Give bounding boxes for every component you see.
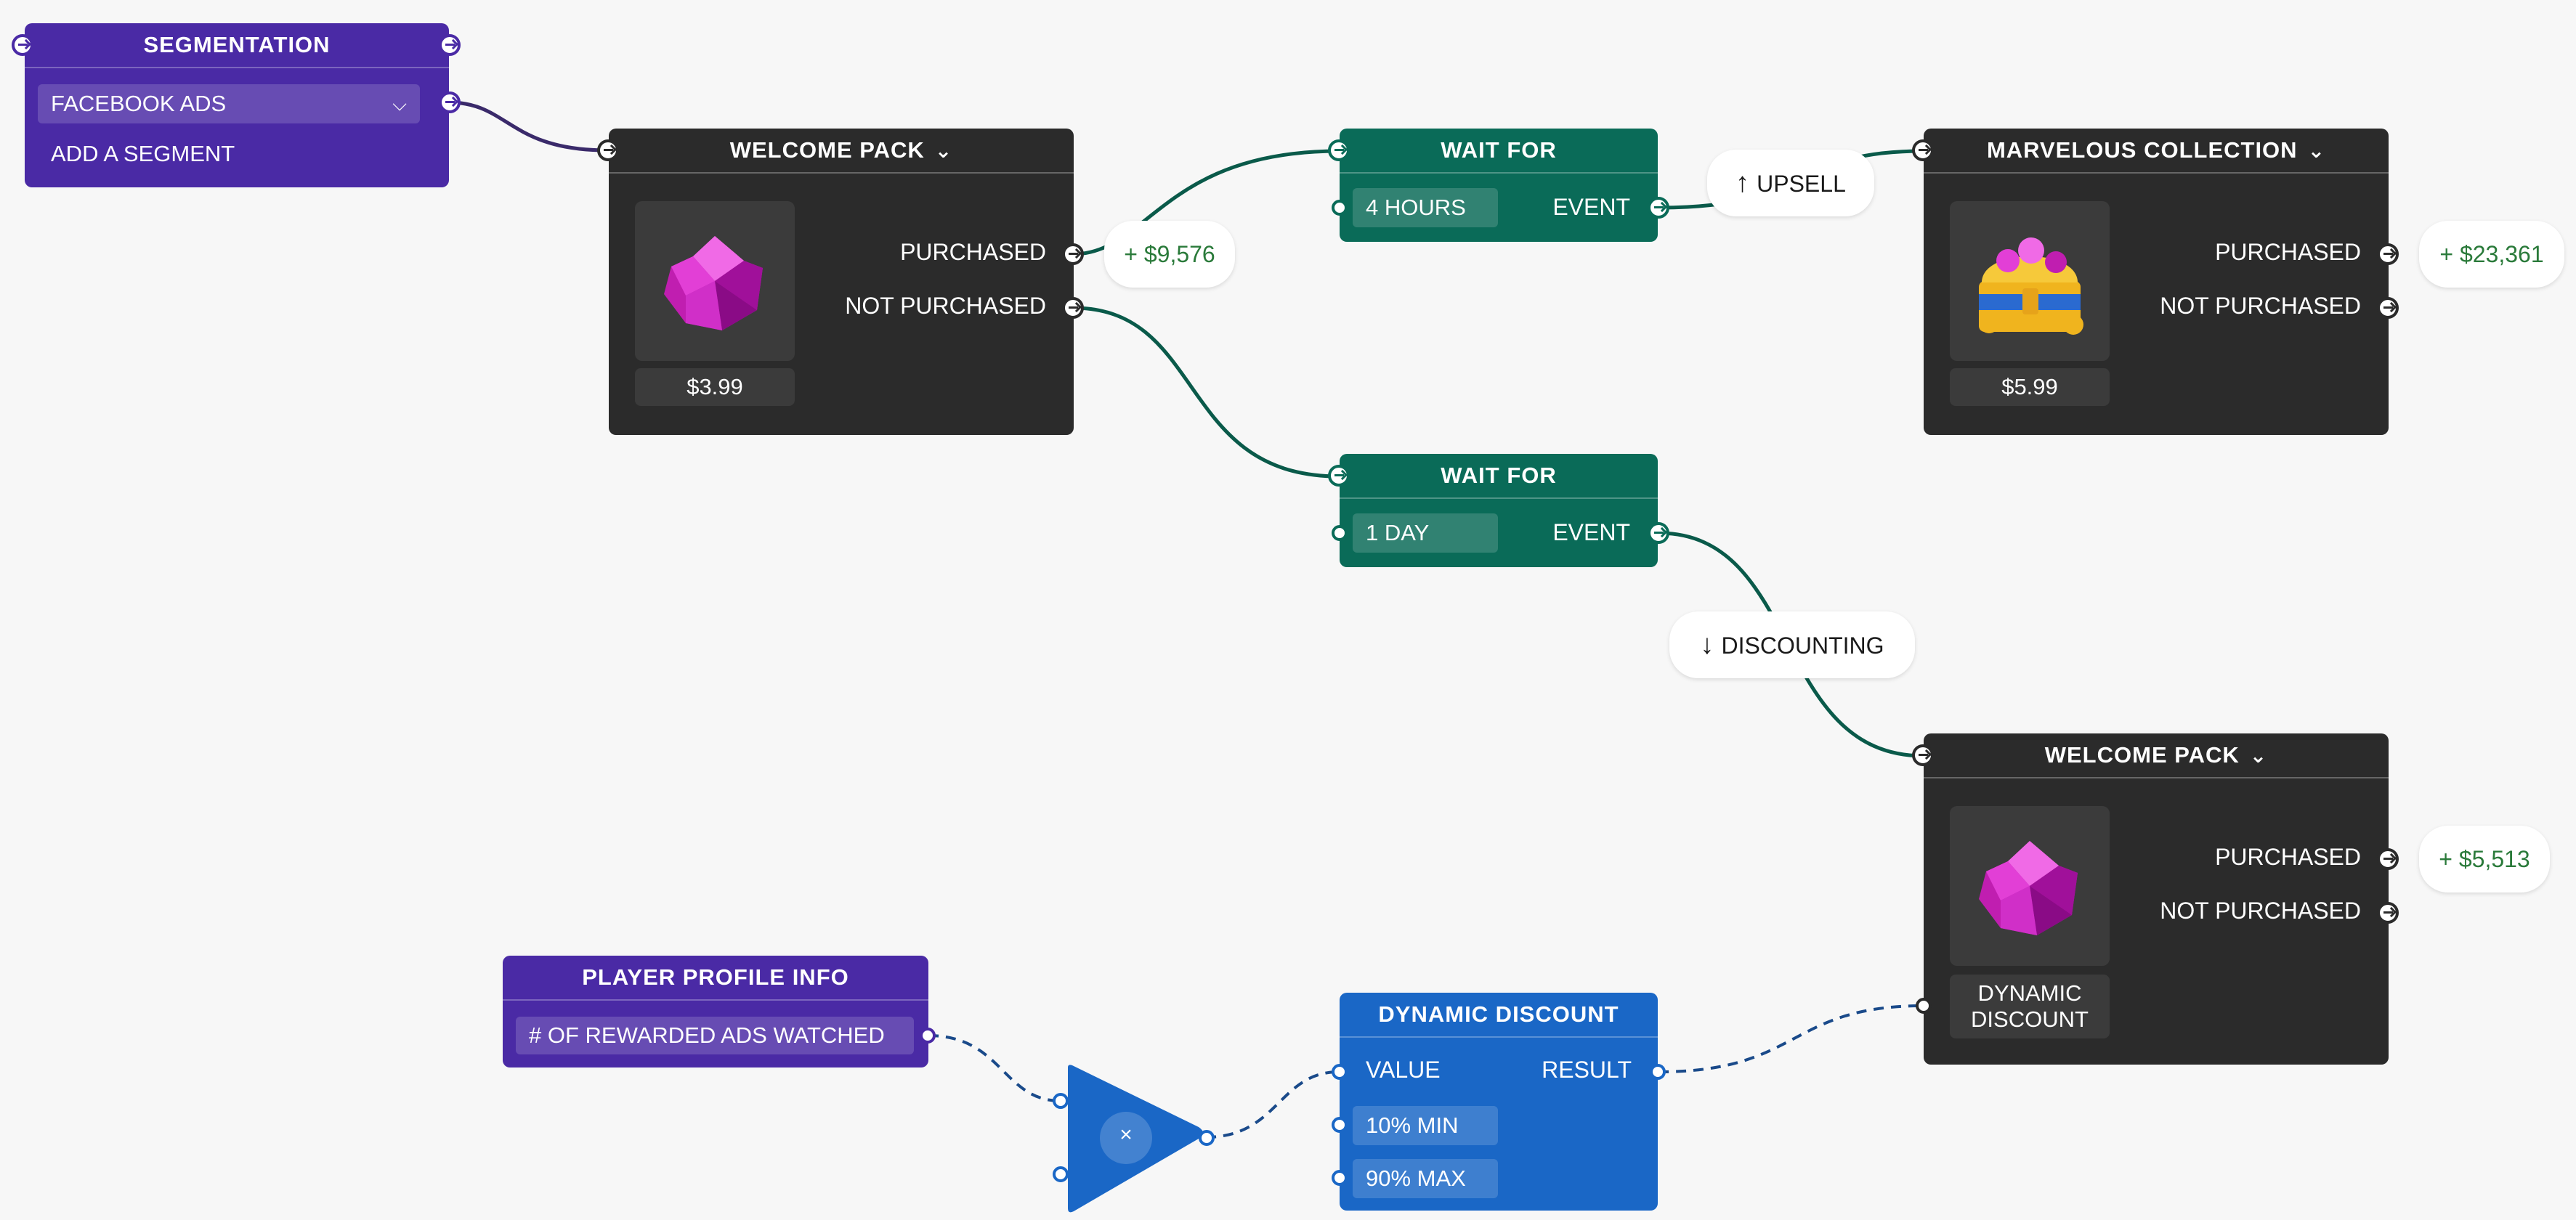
purchased-label: PURCHASED bbox=[2215, 239, 2361, 265]
segmentation-output-port[interactable] bbox=[439, 34, 461, 56]
not-purchased-output-port[interactable] bbox=[2377, 902, 2399, 924]
purchased-output-port[interactable] bbox=[1062, 243, 1084, 265]
result-label: RESULT bbox=[1542, 1057, 1632, 1083]
value-input-dot[interactable] bbox=[1332, 1064, 1348, 1080]
wire-profile-to-multiply bbox=[928, 1034, 1061, 1102]
marvelous-collection-input-port[interactable] bbox=[1912, 139, 1934, 161]
wire-result-to-welcome-bottom bbox=[1658, 1004, 1924, 1073]
event-output-port[interactable] bbox=[1648, 197, 1669, 219]
wait-for-node-1d[interactable]: WAIT FOR 1 DAY EVENT bbox=[1340, 454, 1658, 567]
gem-icon bbox=[1979, 841, 2078, 935]
discounting-badge[interactable]: ↓DISCOUNTING bbox=[1669, 611, 1915, 678]
profile-field-select[interactable]: # OF REWARDED ADS WATCHED bbox=[516, 1017, 914, 1054]
player-profile-title: PLAYER PROFILE INFO bbox=[503, 956, 928, 1001]
max-discount-field[interactable]: 90% MAX bbox=[1353, 1159, 1498, 1198]
price-input-dot[interactable] bbox=[1916, 998, 1932, 1014]
welcome-pack-input-port[interactable] bbox=[597, 139, 619, 161]
dynamic-discount-price: DYNAMIC DISCOUNT bbox=[1950, 975, 2110, 1038]
profile-output-dot[interactable] bbox=[920, 1028, 936, 1044]
wait-for-title: WAIT FOR bbox=[1340, 129, 1658, 174]
marvelous-collection-node[interactable]: MARVELOUS COLLECTION⌄ $5.99 PURCHASED NO… bbox=[1924, 129, 2389, 435]
purchased-label: PURCHASED bbox=[2215, 844, 2361, 870]
wait-duration-field[interactable]: 1 DAY bbox=[1353, 513, 1498, 553]
welcome-pack-node[interactable]: WELCOME PACK⌄ $3.99 PURCHASED NOT PURCHA… bbox=[609, 129, 1074, 435]
purchased-label: PURCHASED bbox=[900, 239, 1046, 265]
event-label: EVENT bbox=[1552, 194, 1630, 220]
not-purchased-label: NOT PURCHASED bbox=[2160, 898, 2361, 924]
chevron-down-icon: ⌵ bbox=[392, 93, 407, 115]
welcome-pack-price: $3.99 bbox=[635, 368, 795, 406]
multiply-input-a[interactable] bbox=[1053, 1093, 1069, 1109]
treasure-chest-thumbnail bbox=[1950, 201, 2110, 361]
result-output-dot[interactable] bbox=[1650, 1064, 1666, 1080]
segment-output-port[interactable] bbox=[439, 92, 461, 113]
chevron-down-icon[interactable]: ⌄ bbox=[2249, 744, 2268, 767]
gem-pack-thumbnail bbox=[635, 201, 795, 361]
dynamic-discount-node[interactable]: DYNAMIC DISCOUNT VALUE RESULT 10% MIN 90… bbox=[1340, 993, 1658, 1211]
purchased-output-port[interactable] bbox=[2377, 243, 2399, 265]
multiply-input-b[interactable] bbox=[1053, 1166, 1069, 1182]
multiply-node[interactable] bbox=[1053, 1060, 1220, 1220]
marvelous-collection-price: $5.99 bbox=[1950, 368, 2110, 406]
segmentation-input-port[interactable] bbox=[12, 34, 33, 56]
segment-dropdown[interactable]: FACEBOOK ADS ⌵ bbox=[38, 84, 420, 123]
wait-for-node-4h[interactable]: WAIT FOR 4 HOURS EVENT bbox=[1340, 129, 1658, 242]
welcome-pack-title: WELCOME PACK⌄ bbox=[1924, 733, 2389, 778]
event-label: EVENT bbox=[1552, 519, 1630, 545]
treasure-chest-icon bbox=[1979, 237, 2083, 335]
purchased-output-port[interactable] bbox=[2377, 848, 2399, 870]
chevron-down-icon[interactable]: ⌄ bbox=[934, 139, 953, 162]
value-label: VALUE bbox=[1366, 1057, 1441, 1083]
add-segment-link[interactable]: ADD A SEGMENT bbox=[51, 141, 235, 166]
upsell-badge[interactable]: ↑UPSELL bbox=[1707, 150, 1874, 216]
dynamic-discount-title: DYNAMIC DISCOUNT bbox=[1340, 993, 1658, 1038]
segmentation-title: SEGMENTATION bbox=[25, 23, 449, 68]
wire-notpurchased-to-wait1d bbox=[1072, 306, 1340, 479]
wait-for-input-port[interactable] bbox=[1328, 139, 1350, 161]
segment-dropdown-value: FACEBOOK ADS bbox=[51, 91, 227, 116]
welcome-pack-title: WELCOME PACK⌄ bbox=[609, 129, 1074, 174]
max-input-dot[interactable] bbox=[1332, 1170, 1348, 1186]
marvelous-collection-title: MARVELOUS COLLECTION⌄ bbox=[1924, 129, 2389, 174]
arrow-down-icon: ↓ bbox=[1700, 630, 1714, 660]
wait-duration-field[interactable]: 4 HOURS bbox=[1353, 188, 1498, 227]
multiply-output-dot[interactable] bbox=[1199, 1130, 1215, 1146]
not-purchased-output-port[interactable] bbox=[2377, 297, 2399, 319]
not-purchased-output-port[interactable] bbox=[1062, 297, 1084, 319]
wait-duration-input-dot[interactable] bbox=[1332, 200, 1348, 216]
revenue-badge: + $5,513 bbox=[2419, 826, 2550, 892]
welcome-pack-discount-node[interactable]: WELCOME PACK⌄ DYNAMIC DISCOUNT PURCHASED… bbox=[1924, 733, 2389, 1065]
multiply-symbol: × bbox=[1119, 1123, 1133, 1147]
min-discount-field[interactable]: 10% MIN bbox=[1353, 1106, 1498, 1145]
arrow-up-icon: ↑ bbox=[1735, 168, 1750, 198]
segmentation-node[interactable]: SEGMENTATION FACEBOOK ADS ⌵ ADD A SEGMEN… bbox=[25, 23, 449, 187]
wire-multiply-to-value bbox=[1205, 1070, 1340, 1139]
wait-duration-input-dot[interactable] bbox=[1332, 525, 1348, 541]
not-purchased-label: NOT PURCHASED bbox=[2160, 293, 2361, 319]
gem-icon bbox=[664, 236, 763, 330]
revenue-badge: + $23,361 bbox=[2419, 221, 2564, 288]
wire-segment-to-welcome bbox=[448, 100, 608, 152]
min-input-dot[interactable] bbox=[1332, 1117, 1348, 1133]
welcome-pack-input-port[interactable] bbox=[1912, 744, 1934, 766]
gem-pack-thumbnail bbox=[1950, 806, 2110, 966]
event-output-port[interactable] bbox=[1648, 522, 1669, 544]
wait-for-title: WAIT FOR bbox=[1340, 454, 1658, 499]
player-profile-node[interactable]: PLAYER PROFILE INFO # OF REWARDED ADS WA… bbox=[503, 956, 928, 1068]
not-purchased-label: NOT PURCHASED bbox=[845, 293, 1046, 319]
revenue-badge: + $9,576 bbox=[1104, 221, 1235, 288]
chevron-down-icon[interactable]: ⌄ bbox=[2307, 139, 2326, 162]
wait-for-input-port[interactable] bbox=[1328, 465, 1350, 487]
